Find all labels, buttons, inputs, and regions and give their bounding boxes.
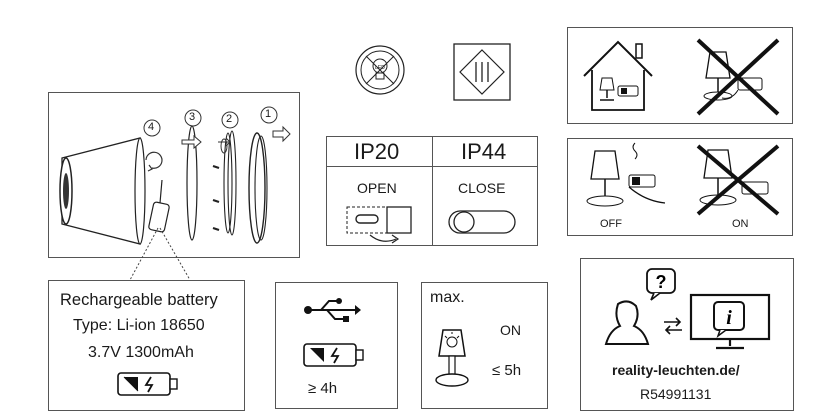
port-open-icon [346,206,412,244]
charge-off-icon [586,142,666,207]
usb-icon [304,298,361,322]
class-iii-icon [453,43,511,101]
no-charge-on-icon [696,144,780,216]
battery-type: Type: Li-ion 18650 [73,317,205,334]
usb-charge-time: ≥ 4h [308,380,338,397]
ip44-label: IP44 [461,139,507,164]
step-number: 1 [265,108,272,120]
ip20-label: IP20 [354,139,400,164]
ip-divider [326,166,538,168]
port-closed-icon [448,210,516,234]
led-not-replaceable-icon: LED [355,45,405,95]
battery-icon [117,372,178,396]
question-bubble-icon: ? [646,268,676,301]
product-code: R54991131 [640,386,712,402]
indoor-charging-panel [567,27,793,124]
svg-text:i: i [726,307,732,329]
support-url[interactable]: reality-leuchten.de/ [612,362,740,378]
on-label: ON [732,218,749,230]
svg-text:?: ? [656,272,667,292]
step-number: 4 [148,121,155,133]
battery-icon [303,343,364,367]
lamp-on-icon [435,329,469,387]
runtime-time: ≤ 5h [492,362,522,379]
off-label: OFF [600,218,622,230]
indoor-charging-icon [583,40,653,111]
runtime-on-label: ON [500,322,521,338]
step-number: 2 [226,113,233,125]
monitor-info-icon: i [689,293,771,350]
runtime-max-label: max. [430,289,465,306]
svg-text:LED: LED [375,65,385,71]
open-label: OPEN [357,180,397,196]
user-icon [604,300,650,345]
step-number: 3 [189,111,196,123]
no-outdoor-charging-icon [696,38,780,116]
battery-spec: 3.7V 1300mAh [88,344,194,361]
close-label: CLOSE [458,180,506,196]
ip-divider [432,136,434,246]
exchange-arrows-icon [664,317,682,335]
battery-title: Rechargeable battery [60,291,218,309]
